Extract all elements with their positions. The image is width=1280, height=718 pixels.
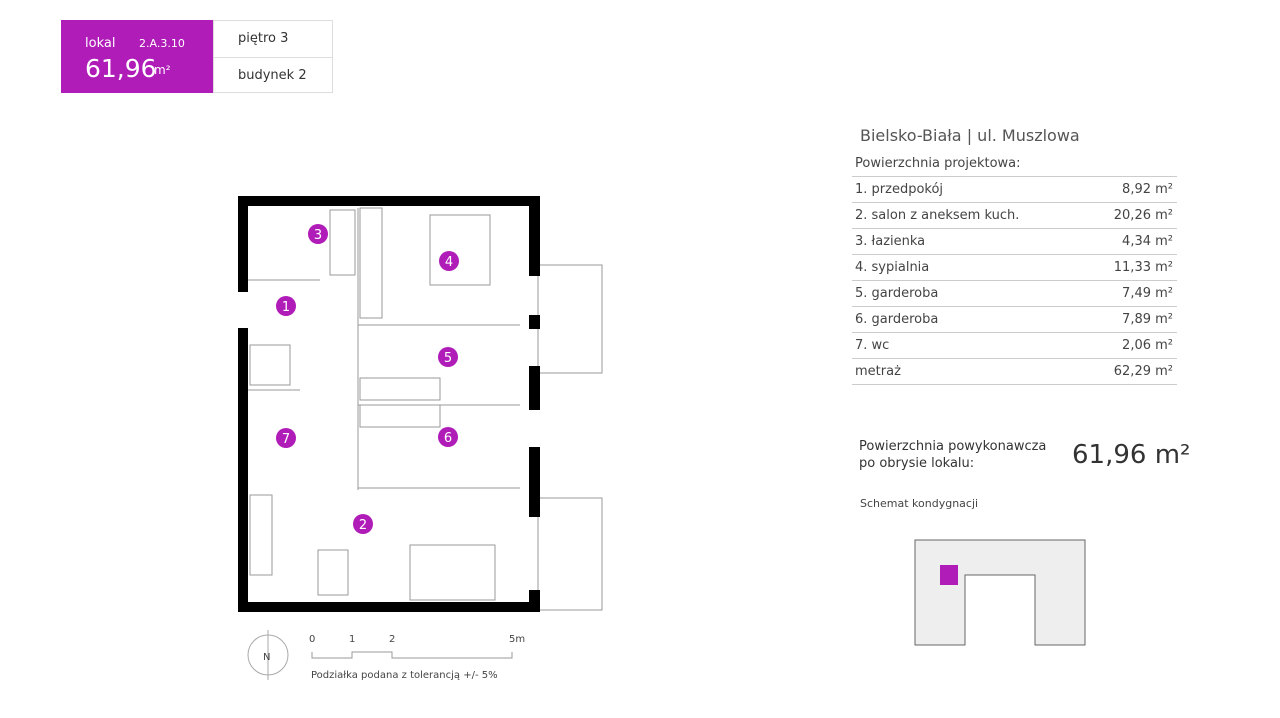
building: budynek 2 bbox=[238, 68, 307, 83]
room-area: 2,06 m² bbox=[1122, 338, 1173, 353]
table-row: 1. przedpokój 8,92 m² bbox=[852, 177, 1177, 203]
scale-bar bbox=[311, 651, 513, 659]
room-label: 6. garderoba bbox=[855, 312, 939, 327]
table-row: 3. łazienka 4,34 m² bbox=[852, 229, 1177, 255]
table-row: metraż 62,29 m² bbox=[852, 359, 1177, 385]
room-marker: 3 bbox=[308, 224, 328, 244]
area-table: Powierzchnia projektowa: 1. przedpokój 8,… bbox=[852, 156, 1177, 385]
unit-area: 61,96 bbox=[85, 54, 157, 83]
room-area: 7,89 m² bbox=[1122, 312, 1173, 327]
unit-info: piętro 3 budynek 2 bbox=[213, 20, 333, 93]
compass-icon: N bbox=[247, 630, 289, 680]
svg-text:1: 1 bbox=[282, 300, 290, 315]
room-marker: 6 bbox=[438, 427, 458, 447]
room-label: 4. sypialnia bbox=[855, 260, 930, 275]
room-label: metraż bbox=[855, 364, 901, 379]
svg-text:2: 2 bbox=[359, 518, 367, 533]
schema-label: Schemat kondygnacji bbox=[860, 497, 979, 510]
room-marker: 2 bbox=[353, 514, 373, 534]
room-marker: 4 bbox=[439, 251, 459, 271]
svg-text:4: 4 bbox=[445, 255, 453, 270]
scale-tick: 2 bbox=[389, 634, 395, 645]
location: Bielsko-Biała | ul. Muszlowa bbox=[860, 126, 1080, 145]
room-area: 4,34 m² bbox=[1122, 234, 1173, 249]
scale-tick: 0 bbox=[309, 634, 315, 645]
scale-tick: 1 bbox=[349, 634, 355, 645]
lokal-label: lokal bbox=[85, 36, 116, 51]
room-marker: 5 bbox=[438, 347, 458, 367]
unit-area-unit: m² bbox=[154, 63, 171, 77]
table-header: Powierzchnia projektowa: bbox=[852, 156, 1177, 177]
tolerance-note: Podziałka podana z tolerancją +/- 5% bbox=[311, 670, 498, 681]
table-row: 4. sypialnia 11,33 m² bbox=[852, 255, 1177, 281]
as-built-label: Powierzchnia powykonawcza po obrysie loka… bbox=[859, 438, 1046, 472]
scale-tick: 5m bbox=[509, 634, 525, 645]
room-label: 1. przedpokój bbox=[855, 182, 944, 197]
room-area: 20,26 m² bbox=[1113, 208, 1173, 223]
table-row: 7. wc 2,06 m² bbox=[852, 333, 1177, 359]
svg-text:6: 6 bbox=[444, 431, 452, 446]
room-area: 7,49 m² bbox=[1122, 286, 1173, 301]
svg-text:7: 7 bbox=[282, 432, 290, 447]
unit-code: 2.A.3.10 bbox=[139, 37, 185, 50]
room-area: 62,29 m² bbox=[1113, 364, 1173, 379]
room-marker: 7 bbox=[276, 428, 296, 448]
building-schema bbox=[914, 539, 1086, 646]
as-built-label-1: Powierzchnia powykonawcza bbox=[859, 439, 1047, 454]
room-area: 8,92 m² bbox=[1122, 182, 1173, 197]
svg-text:3: 3 bbox=[314, 228, 322, 243]
as-built-value: 61,96 m² bbox=[1072, 440, 1191, 470]
table-row: 5. garderoba 7,49 m² bbox=[852, 281, 1177, 307]
as-built-label-2: po obrysie lokalu: bbox=[859, 456, 975, 471]
room-label: 2. salon z aneksem kuch. bbox=[855, 208, 1020, 223]
room-marker: 1 bbox=[276, 296, 296, 316]
svg-text:5: 5 bbox=[444, 351, 452, 366]
unit-badge: lokal 2.A.3.10 61,96 m² bbox=[61, 20, 213, 93]
svg-text:N: N bbox=[263, 652, 270, 663]
room-area: 11,33 m² bbox=[1113, 260, 1173, 275]
room-label: 5. garderoba bbox=[855, 286, 939, 301]
room-label: 3. łazienka bbox=[855, 234, 926, 249]
floor: piętro 3 bbox=[214, 21, 332, 58]
table-row: 2. salon z aneksem kuch. 20,26 m² bbox=[852, 203, 1177, 229]
room-label: 7. wc bbox=[855, 338, 890, 353]
table-row: 6. garderoba 7,89 m² bbox=[852, 307, 1177, 333]
